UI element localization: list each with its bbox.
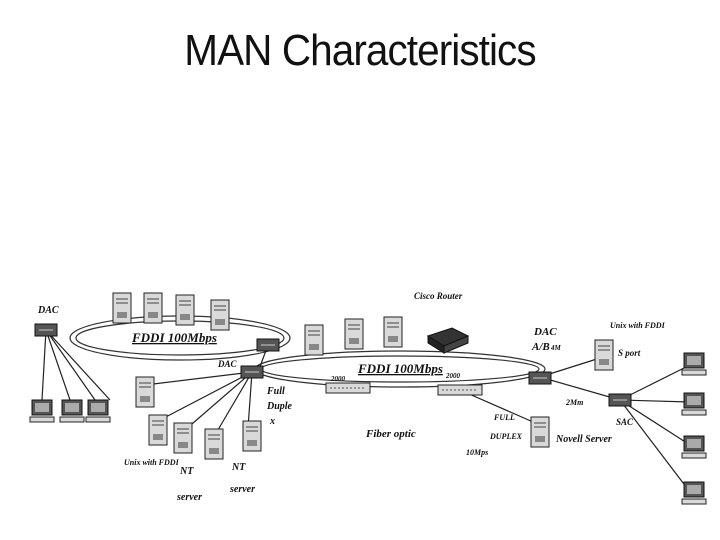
server-tower-icon (242, 420, 262, 452)
label-speed-2m: 2Mm (565, 398, 583, 407)
label-full-duplex-left-2: Duple (266, 401, 293, 412)
label-dac-ab: DAC (533, 326, 557, 338)
label-s-port: S port (618, 348, 641, 358)
server-tower-icon (175, 294, 195, 326)
label-speed-10m: 10Mps (466, 448, 488, 457)
label-unix-fddi-left: Unix with FDDI (124, 458, 180, 467)
workstation-icon (681, 481, 707, 505)
server-tower-icon (304, 324, 324, 356)
label-full-duplex-right: FULL (493, 413, 515, 422)
server-tower-icon (143, 292, 163, 324)
label-dac-left: DAC (37, 305, 59, 316)
label-cisco-router: Cisco Router (414, 291, 463, 301)
label-switch-2000-right: 2000 (445, 372, 461, 380)
nt-server-icon (173, 422, 193, 454)
dac-mid-hub-icon (240, 365, 264, 379)
switch-icon (325, 382, 371, 394)
workstation-icon (681, 392, 707, 416)
dac-left-hub-icon (34, 323, 58, 337)
server-tower-icon (344, 318, 364, 350)
switch-icon (437, 384, 483, 396)
label-unix-fddi-right: Unix with FDDI (610, 321, 666, 330)
label-dac-ab-2: A/B (531, 341, 550, 353)
label-fiber-optic: Fiber optic (365, 428, 416, 440)
label-dac-ab-suffix: 4M (550, 344, 562, 352)
workstation-icon (681, 352, 707, 376)
label-switch-2000-left: 2000 (330, 375, 346, 383)
server-tower-icon (135, 376, 155, 408)
sac-hub-icon (608, 393, 632, 407)
label-fddi-ring-left: FDDI 100Mbps (131, 330, 217, 345)
server-tower-icon (112, 292, 132, 324)
dac-ab-hub-icon (528, 371, 552, 385)
server-tower-icon (148, 414, 168, 446)
novell-server-icon (530, 416, 550, 448)
server-tower-icon (210, 299, 230, 331)
workstation-icon (29, 399, 55, 423)
workstation-icon (85, 399, 111, 423)
label-nt-server-2-2: server (229, 484, 255, 495)
label-sac: SAC (616, 417, 634, 427)
label-nt-server-1-2: server (176, 492, 202, 503)
page-title: MAN Characteristics (184, 26, 536, 75)
workstation-icon (681, 435, 707, 459)
label-dac-mid: DAC (217, 359, 238, 369)
label-full-duplex-right-2: DUPLEX (489, 432, 523, 441)
label-novell-server: Novell Server (555, 434, 612, 445)
label-nt-server-1: NT (179, 466, 194, 477)
label-fddi-ring-main: FDDI 100Mbps (357, 361, 443, 376)
concentrator-icon (256, 338, 280, 352)
label-nt-server-2: NT (231, 462, 246, 473)
connection-lines (41, 329, 691, 493)
label-full-duplex-left-3: x (269, 416, 275, 427)
router-icon (426, 327, 470, 354)
workstation-icon (59, 399, 85, 423)
label-full-duplex-left: Full (266, 386, 285, 397)
server-tower-icon (594, 339, 614, 371)
server-tower-icon (383, 316, 403, 348)
nt-server-icon (204, 428, 224, 460)
